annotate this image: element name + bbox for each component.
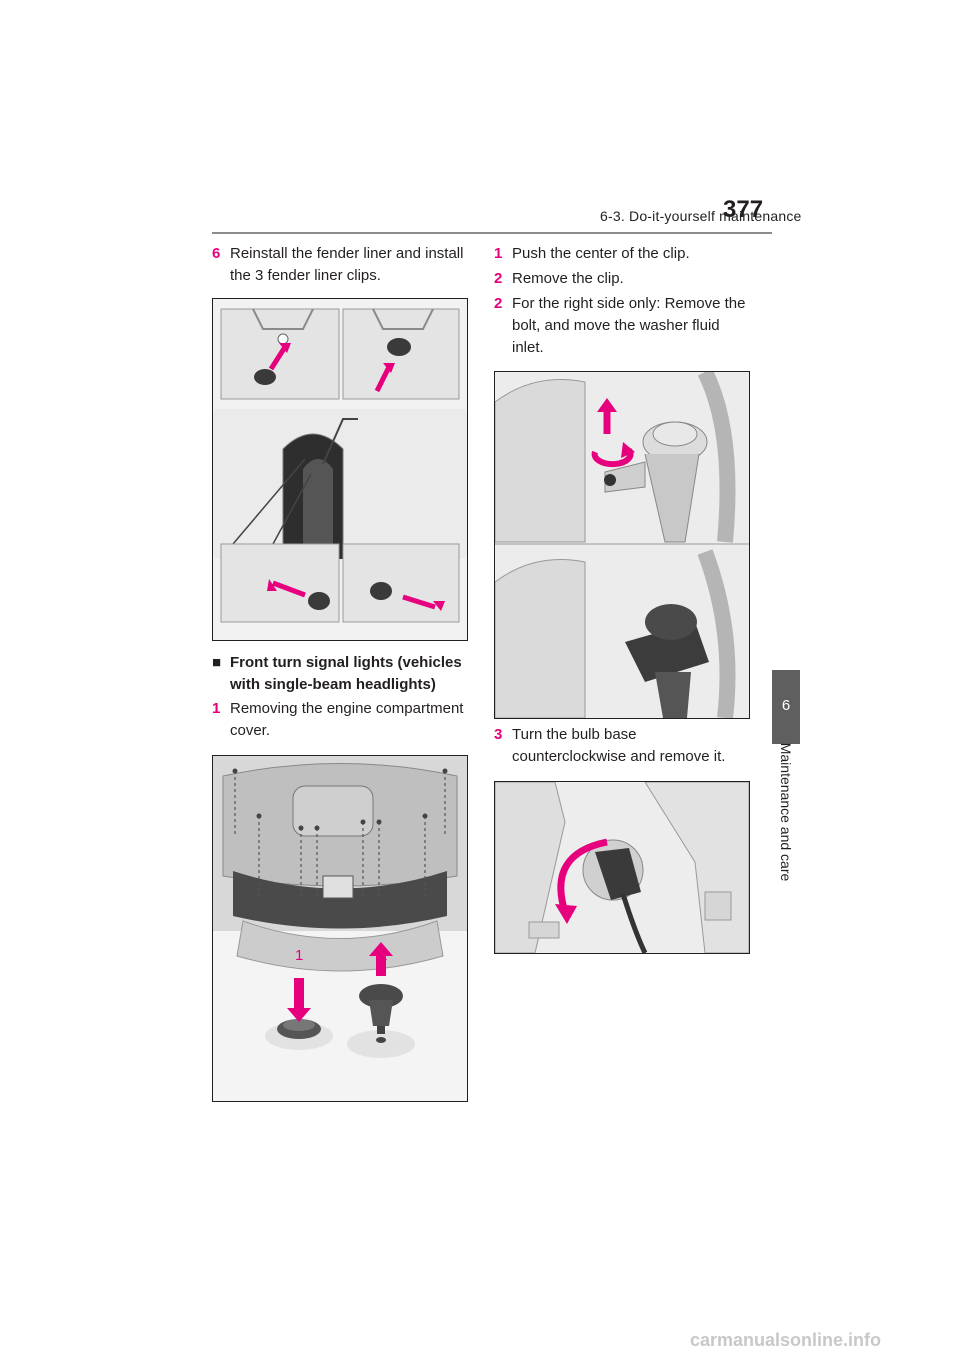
step-text: Reinstall the fender liner and install t… (230, 245, 464, 284)
square-bullet-icon: ■ (212, 654, 222, 671)
chapter-tab (772, 670, 800, 744)
callout-1: 1 (295, 947, 303, 964)
header-rule (212, 232, 772, 234)
step-1-remove-cover: 1 Removing the engine compartment cover. (212, 698, 468, 742)
footer-url: carmanualsonline.info (690, 1330, 882, 1350)
step-text: Push the center of the clip. (512, 245, 690, 262)
step-text: Turn the bulb base counterclockwise and … (512, 726, 726, 765)
step-2-remove-clip: 2 Remove the clip. (494, 268, 750, 290)
step-number: 1 (494, 245, 503, 262)
chapter-number: 6 (781, 697, 791, 714)
step-number: 1 (212, 700, 221, 717)
step-number: 6 (212, 245, 221, 262)
washer-inlet-illustration (495, 372, 749, 718)
step-6: 6 Reinstall the fender liner and install… (212, 243, 468, 287)
step-text: Removing the engine compartment cover. (230, 700, 464, 739)
bulb-base-figure (494, 781, 750, 954)
section-heading-text: Front turn signal lights (vehicles with … (230, 654, 462, 693)
section-heading: ■ Front turn signal lights (vehicles wit… (212, 652, 468, 696)
step-number: 2 (494, 270, 503, 287)
page-number: 377 (723, 196, 764, 223)
step-2-right-side: 2 For the right side only: Remove the bo… (494, 293, 750, 359)
engine-cover-illustration: 1 2 (213, 756, 467, 1101)
step-number: 2 (494, 295, 503, 312)
engine-cover-figure: 1 2 (212, 755, 468, 1102)
step-text: Remove the clip. (512, 270, 624, 287)
fender-liner-illustration (213, 299, 467, 640)
chapter-label: Maintenance and care (778, 742, 794, 882)
step-number: 3 (494, 726, 503, 743)
section-title: 6-3. Do-it-yourself maintenance (600, 208, 802, 224)
step-1-push-clip: 1 Push the center of the clip. (494, 243, 750, 265)
step-3-turn-bulb: 3 Turn the bulb base counterclockwise an… (494, 724, 750, 768)
washer-inlet-figure (494, 371, 750, 719)
step-text: For the right side only: Remove the bolt… (512, 295, 746, 356)
bulb-base-illustration (495, 782, 749, 953)
fender-liner-figure (212, 298, 468, 641)
